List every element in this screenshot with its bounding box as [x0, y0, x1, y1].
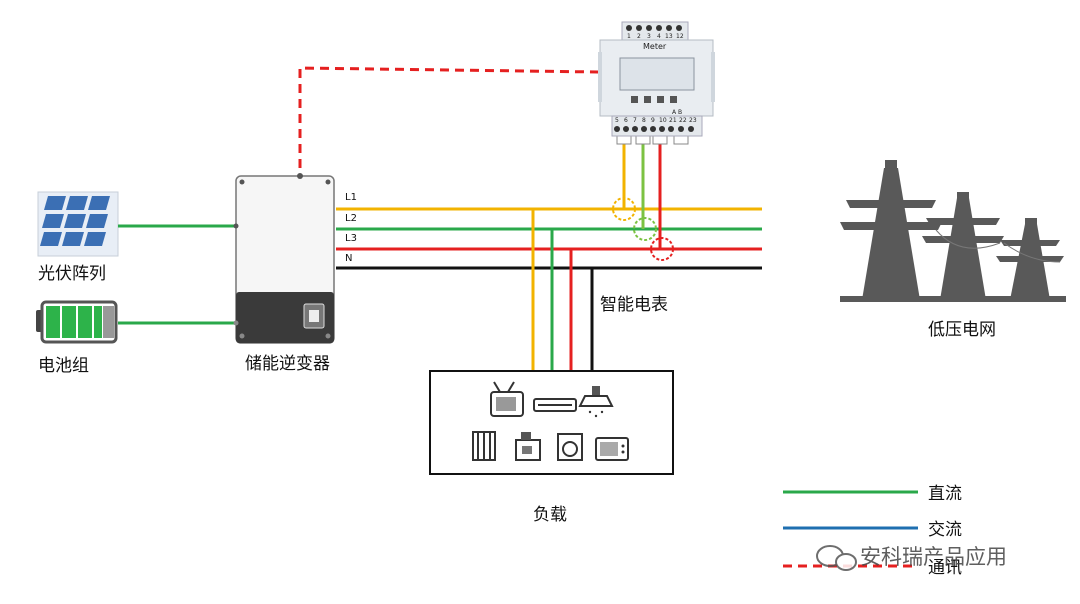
svg-text:13: 13: [665, 33, 673, 40]
tv-icon: [490, 381, 524, 417]
meter-buttons: [631, 96, 677, 103]
svg-text:10: 10: [659, 117, 667, 124]
legend: 直流 交流 通讯: [783, 484, 962, 578]
meter-display: [619, 57, 695, 91]
air-conditioner-icon: [533, 398, 577, 412]
ct-l2: [633, 217, 657, 241]
inverter-icon: [233, 173, 335, 344]
svg-text:4: 4: [657, 33, 661, 40]
load-box: [429, 370, 674, 475]
ct-l1: [612, 197, 636, 221]
svg-text:23: 23: [689, 117, 697, 124]
grid-label: 低压电网: [928, 320, 996, 340]
radiator-icon: [472, 431, 496, 461]
svg-text:22: 22: [679, 117, 687, 124]
svg-text:8: 8: [642, 117, 646, 124]
line-l3-label: L3: [345, 233, 357, 244]
battery-icon: [36, 300, 118, 344]
line-n-label: N: [345, 253, 352, 264]
ct-wires: [612, 133, 689, 261]
svg-text:2: 2: [637, 33, 641, 40]
svg-text:12: 12: [676, 33, 684, 40]
pv-array-icon: [37, 191, 119, 257]
smart-meter: 1 2 3 4 13 12 Meter A B 5 6 7 8 9 10 21: [598, 21, 715, 137]
range-hood-icon: [578, 386, 614, 418]
meter-caption: 智能电表: [600, 295, 668, 315]
svg-text:A B: A B: [672, 109, 682, 116]
watermark-text: 安科瑞产品应用: [860, 545, 1007, 569]
battery-label: 电池组: [38, 356, 89, 376]
legend-dc-label: 直流: [928, 484, 962, 504]
svg-text:21: 21: [669, 117, 677, 124]
kitchen-appliance-icon: [515, 432, 541, 461]
svg-text:3: 3: [647, 33, 651, 40]
comm-link: [298, 66, 599, 168]
inverter-label: 储能逆变器: [245, 354, 330, 374]
meter-top-terminals: 1 2 3 4 13 12: [626, 25, 684, 40]
load-label: 负载: [533, 505, 567, 525]
svg-text:6: 6: [624, 117, 628, 124]
meter-bottom-terminals: A B 5 6 7 8 9 10 21 22 23: [614, 109, 697, 132]
pv-label: 光伏阵列: [38, 264, 106, 284]
legend-ac-label: 交流: [928, 520, 962, 540]
svg-text:1: 1: [627, 33, 631, 40]
svg-text:9: 9: [651, 117, 655, 124]
load-feeders: [531, 209, 594, 371]
power-tower-icon: [840, 160, 1066, 302]
watermark: 安科瑞产品应用: [816, 545, 1007, 571]
line-l2-label: L2: [345, 213, 357, 224]
line-l1-label: L1: [345, 192, 357, 203]
washing-machine-icon: [557, 433, 583, 461]
legend-comm-label: 通讯: [928, 558, 962, 578]
svg-text:7: 7: [633, 117, 637, 124]
bus-lines: L1 L2 L3 N: [336, 192, 762, 270]
svg-text:5: 5: [615, 117, 619, 124]
meter-title: Meter: [643, 42, 667, 51]
microwave-icon: [595, 437, 629, 461]
ct-l3: [650, 237, 674, 261]
